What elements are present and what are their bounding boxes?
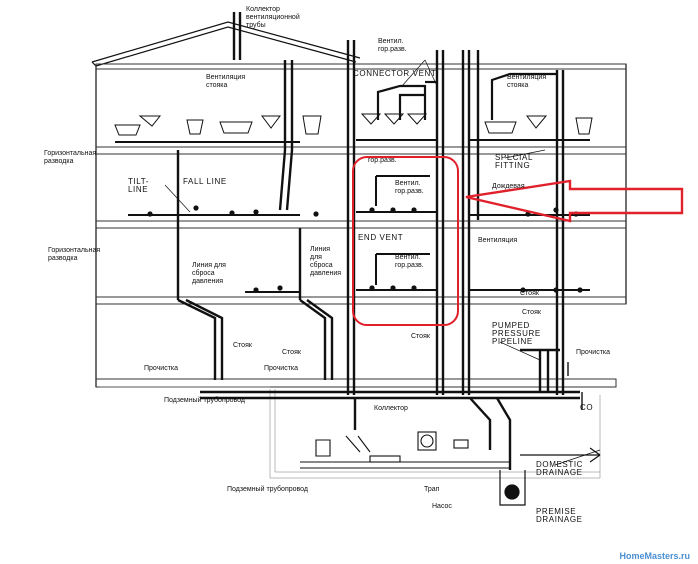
basement-fixtures bbox=[300, 431, 510, 469]
label-fall-line: FALL LINE bbox=[183, 177, 227, 186]
label-special-fitting: SPECIAL FITTING bbox=[495, 153, 533, 170]
label-stack-right-2: Стояк bbox=[522, 309, 541, 316]
label-stack-left: Стояк bbox=[233, 342, 252, 349]
collector-pipe bbox=[200, 348, 580, 470]
label-cleanout-right: Прочистка bbox=[576, 349, 611, 356]
watermark: HomeMasters.ru bbox=[619, 551, 690, 561]
highlight-arrow bbox=[465, 179, 684, 223]
label-horizontal-branch-2: Горизонтальная разводка bbox=[48, 247, 101, 262]
label-underground-pipe-2: Подземный трубопровод bbox=[227, 486, 308, 493]
slab-ground bbox=[95, 378, 617, 388]
label-collector: Коллектор bbox=[374, 405, 408, 412]
fixtures bbox=[114, 113, 593, 136]
label-tilt-line: TILT- LINE bbox=[128, 177, 150, 194]
slab-floor-1 bbox=[95, 296, 627, 305]
label-ventilation-right: Вентиляция bbox=[478, 237, 518, 244]
label-relief-line-2: Линия для сброса давления bbox=[310, 246, 342, 277]
label-co: CO bbox=[580, 403, 594, 412]
label-stack-right-1: Стояк bbox=[520, 290, 539, 297]
label-vent-branch-low: Вентил. гор.разв. bbox=[395, 254, 424, 269]
label-connector-vent: CONNECTOR VENT bbox=[353, 69, 437, 78]
slab-hatching bbox=[100, 386, 601, 479]
label-premise-drainage: PREMISE DRAINAGE bbox=[536, 507, 583, 524]
label-vent-collector: Коллектор вентиляционной трубы bbox=[246, 6, 300, 29]
label-cleanout-left: Прочистка bbox=[144, 365, 179, 372]
label-end-vent: END VENT bbox=[358, 233, 404, 242]
slab-floor-3 bbox=[95, 146, 627, 155]
leader-lines bbox=[164, 59, 601, 466]
label-cleanout-mid: Прочистка bbox=[264, 365, 299, 372]
label-relief-line-1: Линия для сброса давления bbox=[192, 262, 226, 285]
pump bbox=[499, 447, 601, 506]
label-underground-pipe-1: Подземный трубопровод bbox=[164, 397, 245, 404]
label-vent-branch-top: Вентил. гор.разв. bbox=[378, 38, 407, 53]
cleanouts bbox=[214, 362, 583, 410]
label-trap: Трап bbox=[424, 486, 440, 493]
highlight-frame bbox=[352, 156, 459, 326]
label-vent-branch-mid: Вентил. гор.разв. bbox=[395, 180, 424, 195]
label-horizontal-branch-1: Горизонтальная разводка bbox=[44, 150, 97, 165]
slab-floor-2 bbox=[95, 220, 627, 229]
floor-slabs bbox=[95, 63, 627, 388]
label-stack-center: Стояк bbox=[411, 333, 430, 340]
label-rain-drain: Дождевая bbox=[492, 183, 525, 190]
label-pumped-pressure: PUMPED PRESSURE PIPELINE bbox=[492, 321, 541, 346]
label-stack-mid: Стояк bbox=[282, 349, 301, 356]
label-stack-vent-right: Вентиляция стояка bbox=[507, 74, 547, 89]
roof bbox=[91, 21, 361, 67]
label-domestic-drainage: DOMESTIC DRAINAGE bbox=[536, 460, 584, 477]
connector-vent bbox=[376, 72, 557, 120]
label-branch-small: гор.разв. bbox=[368, 157, 397, 164]
label-stack-vent-left: Вентиляция стояка bbox=[206, 74, 246, 89]
label-pump: Насос bbox=[432, 503, 452, 510]
